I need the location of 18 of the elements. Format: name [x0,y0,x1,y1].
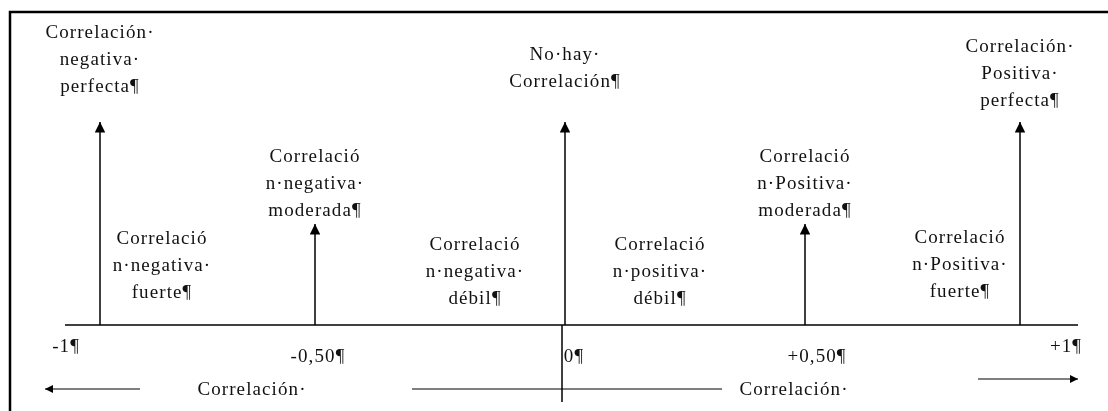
tick-label: +0,50¶ [787,344,847,368]
node-label: Correlación· negativa· perfecta¶ [45,20,155,98]
node-label: No·hay· Correlación¶ [509,42,621,93]
region-label: Correlació n·negativa· fuerte¶ [112,226,212,304]
arrow [309,223,321,326]
region-label: Correlació n·Positiva· fuerte¶ [912,225,1008,303]
tick-label: +1¶ [1049,334,1083,358]
tick-label: -0,50¶ [290,344,346,368]
arrow [1014,121,1026,326]
node-label: Correlació n·negativa· moderada¶ [265,144,365,222]
region-label: Correlació n·negativa· débil¶ [425,232,525,310]
arrow [559,121,571,326]
arrow [94,121,106,326]
arrow [799,223,811,326]
tick-label: -1¶ [52,334,80,358]
node-label: Correlación· Positiva· perfecta¶ [965,34,1075,112]
node-label: Correlació n·Positiva· moderada¶ [757,144,853,222]
region-label: Correlació n·positiva· débil¶ [612,232,708,310]
